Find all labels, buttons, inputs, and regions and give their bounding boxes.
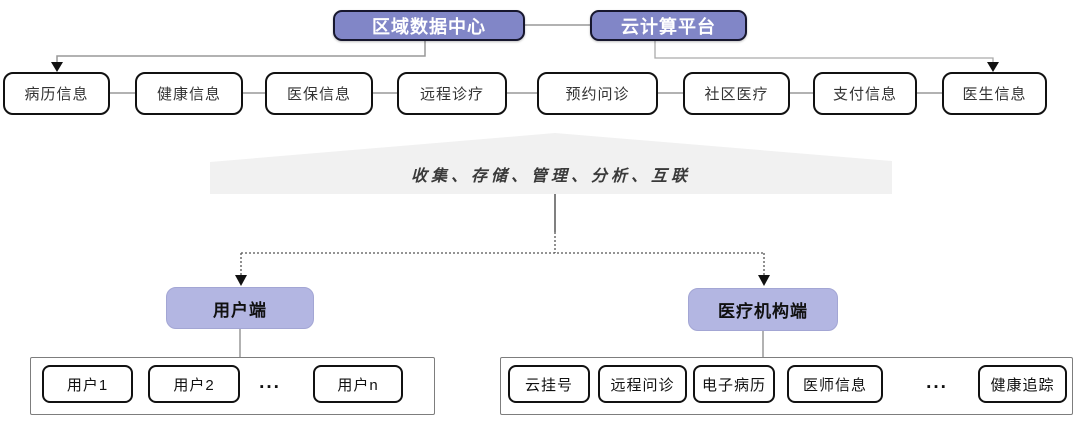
group-institution-services xyxy=(500,357,1073,415)
arrow-down-right-icon xyxy=(987,62,999,72)
node-regional-data-center: 区域数据中心 xyxy=(333,10,525,41)
arrow-down-left-icon xyxy=(51,62,63,72)
node-medical-record-info: 病历信息 xyxy=(3,72,110,115)
node-user-n: 用户n xyxy=(313,365,403,403)
ellipsis-services: ... xyxy=(926,372,948,393)
node-payment-info: 支付信息 xyxy=(813,72,917,115)
node-doctor-info: 医生信息 xyxy=(942,72,1047,115)
node-electronic-record: 电子病历 xyxy=(693,365,775,403)
node-insurance-info: 医保信息 xyxy=(265,72,373,115)
node-remote-consult: 远程问诊 xyxy=(598,365,687,403)
ellipsis-users: ... xyxy=(259,372,281,393)
node-user-2: 用户2 xyxy=(148,365,240,403)
node-cloud-computing-platform: 云计算平台 xyxy=(590,10,747,41)
node-remote-diagnosis: 远程诊疗 xyxy=(397,72,507,115)
node-health-tracking: 健康追踪 xyxy=(978,365,1067,403)
node-health-info: 健康信息 xyxy=(135,72,243,115)
node-institution-side: 医疗机构端 xyxy=(688,288,838,331)
connector-cloud-to-row xyxy=(654,41,994,63)
banner-label: 收集、存储、管理、分析、互联 xyxy=(410,166,691,185)
node-community-medical: 社区医疗 xyxy=(683,72,790,115)
node-appointment-consult: 预约问诊 xyxy=(537,72,658,115)
banner-shape xyxy=(210,133,892,194)
node-physician-info: 医师信息 xyxy=(787,365,883,403)
connector-datacenter-to-row xyxy=(56,41,426,63)
node-cloud-registration: 云挂号 xyxy=(508,365,590,403)
node-user-1: 用户1 xyxy=(42,365,133,403)
arrow-user-side-icon xyxy=(235,275,247,286)
arrow-institution-side-icon xyxy=(758,275,770,286)
node-user-side: 用户端 xyxy=(166,287,314,329)
